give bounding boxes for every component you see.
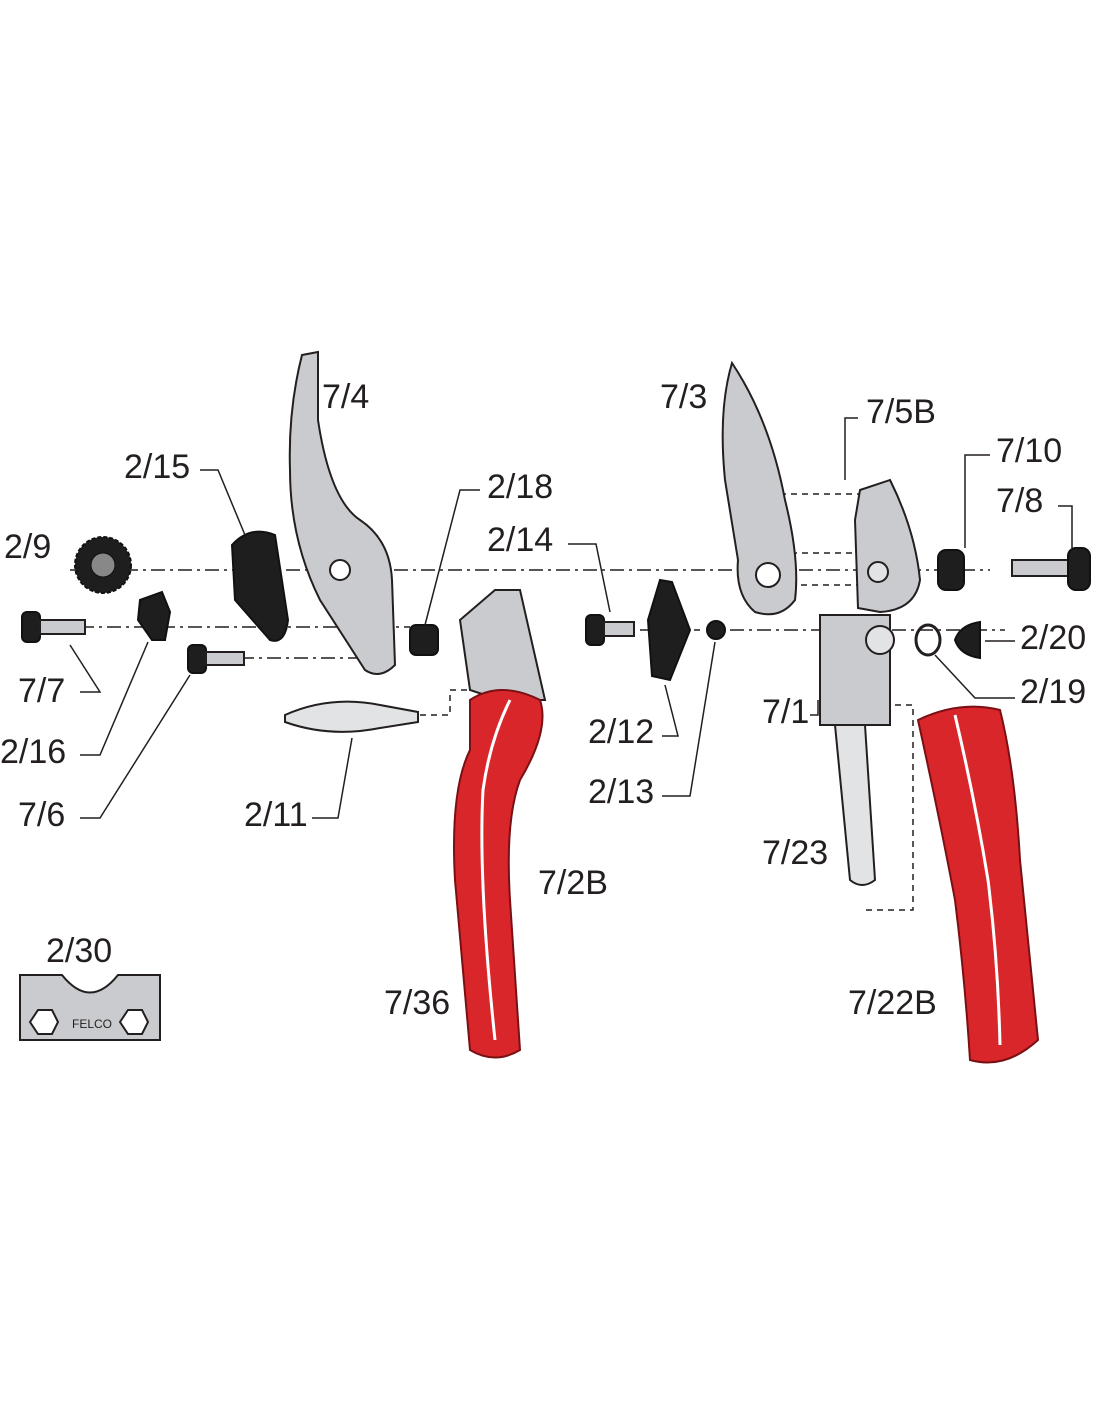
wrench-logo: FELCO	[72, 1017, 112, 1031]
label-7-22B: 7/22B	[848, 984, 937, 1022]
part-7-6-screw[interactable]	[187, 644, 245, 674]
part-2-30-wrench[interactable]: FELCO	[19, 974, 161, 1041]
part-2-11-spring[interactable]	[284, 700, 419, 733]
part-7-7-bolt[interactable]	[21, 611, 86, 643]
label-2-15: 2/15	[124, 448, 190, 486]
part-7-23-rod[interactable]	[833, 724, 877, 886]
part-7-10-bushing[interactable]	[937, 549, 965, 591]
part-7-4-anvil-blade[interactable]	[288, 350, 397, 675]
part-2-12-latch[interactable]	[646, 578, 692, 682]
part-2-18-nut[interactable]	[409, 624, 439, 656]
part-2-13-washer[interactable]	[706, 620, 726, 640]
label-2-9: 2/9	[4, 528, 51, 566]
label-2-12: 2/12	[588, 713, 654, 751]
label-2-30: 2/30	[46, 932, 112, 970]
part-7-1-upper-handle[interactable]	[819, 614, 895, 726]
part-2-20-cap[interactable]	[953, 620, 981, 660]
label-7-1: 7/1	[762, 693, 809, 731]
label-7-8: 7/8	[996, 482, 1043, 520]
label-2-14: 2/14	[487, 521, 553, 559]
part-7-3-cutting-blade[interactable]	[721, 360, 798, 616]
label-7-2B: 7/2B	[538, 864, 608, 902]
label-7-23: 7/23	[762, 834, 828, 872]
part-labels: 7/4 7/3 7/5B 7/10 7/8 2/15 2/18 2/14 2/9…	[0, 378, 1086, 1022]
label-7-10: 7/10	[996, 432, 1062, 470]
label-2-11: 2/11	[244, 796, 308, 834]
label-7-3: 7/3	[660, 378, 707, 416]
label-7-7: 7/7	[18, 672, 65, 710]
label-2-19: 2/19	[1020, 673, 1086, 711]
part-2-9-gear-nut[interactable]	[74, 536, 132, 594]
label-7-36: 7/36	[384, 984, 450, 1022]
label-2-13: 2/13	[588, 773, 654, 811]
part-7-5B-plate[interactable]	[853, 478, 922, 614]
part-2-16-plate[interactable]	[136, 590, 172, 641]
label-7-6: 7/6	[18, 796, 65, 834]
label-2-20: 2/20	[1020, 619, 1086, 657]
part-7-2B-lower-handle[interactable]	[453, 589, 547, 1059]
part-7-22B-upper-handle-grip[interactable]	[916, 705, 1040, 1064]
part-7-8-bolt[interactable]	[1011, 547, 1091, 591]
part-2-15-plate[interactable]	[230, 530, 290, 642]
part-2-19-ring[interactable]	[914, 623, 942, 657]
label-7-4: 7/4	[322, 378, 369, 416]
label-7-5B: 7/5B	[866, 393, 936, 431]
part-2-14-bolt[interactable]	[585, 614, 635, 646]
label-2-18: 2/18	[487, 468, 553, 506]
label-2-16: 2/16	[0, 733, 66, 771]
leader-lines	[69, 417, 1073, 819]
